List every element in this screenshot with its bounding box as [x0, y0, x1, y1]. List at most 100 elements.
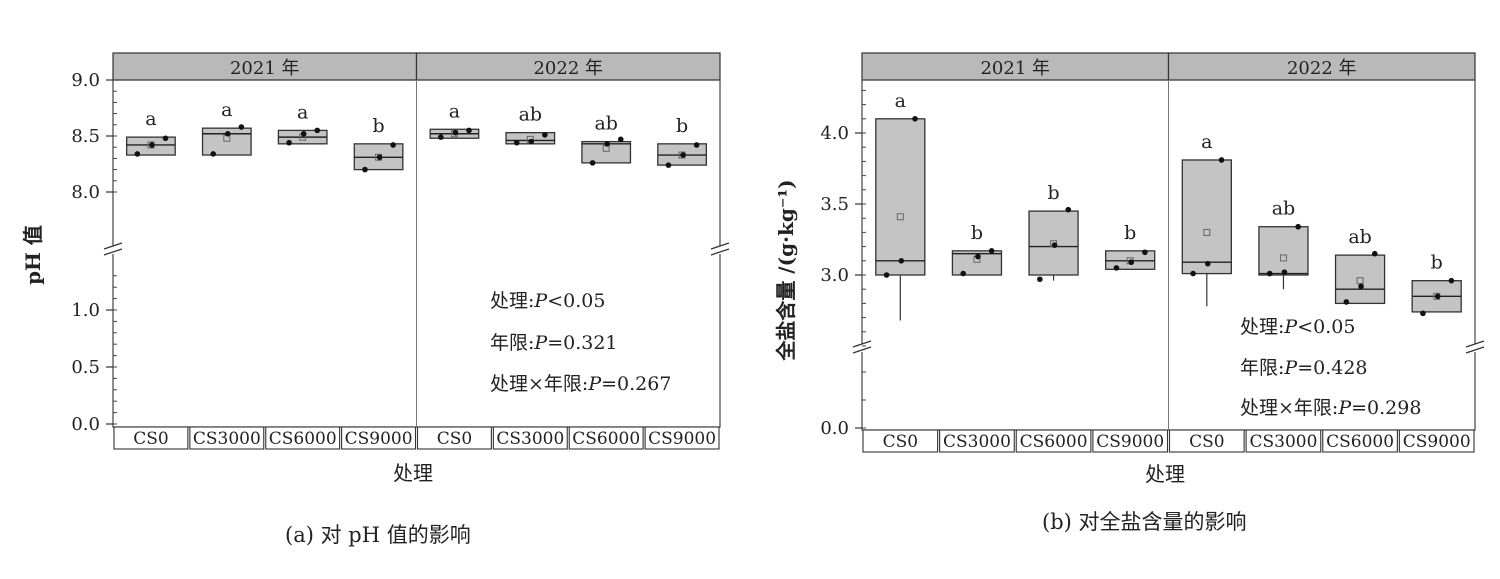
- box-b-5: [1181, 157, 1232, 307]
- data-point: [452, 129, 459, 136]
- x-category-box: [341, 426, 417, 450]
- box-a-1: [126, 135, 176, 157]
- data-point: [438, 134, 444, 140]
- x-category-box: [568, 426, 644, 450]
- significance-letter: b: [1124, 222, 1136, 244]
- x-category-box: [1168, 429, 1245, 453]
- x-category-box: [189, 426, 265, 450]
- box-body: [1334, 254, 1386, 305]
- stat-annotation: 处理×年限:P=0.298: [1240, 397, 1421, 419]
- facet-strip-1: [112, 52, 418, 81]
- box-b-7: [1334, 250, 1386, 305]
- axis-break-mark: [852, 346, 872, 354]
- box-b-3: [1028, 206, 1079, 283]
- significance-letter: b: [971, 222, 983, 244]
- facet-strip-2: [415, 52, 721, 81]
- x-tick-label: CS6000: [1020, 432, 1088, 452]
- data-point: [589, 160, 596, 166]
- box-a-6: [505, 131, 556, 146]
- data-point: [1218, 157, 1225, 163]
- data-point: [898, 258, 905, 264]
- significance-letter: a: [221, 99, 232, 121]
- x-category-box: [1092, 429, 1169, 453]
- y-tick-label: 1.0: [71, 300, 100, 321]
- y-tick-label: 8.0: [71, 182, 100, 203]
- x-category-box: [416, 426, 492, 450]
- box-body: [1258, 226, 1309, 276]
- box-b-8: [1411, 277, 1462, 317]
- x-category-box: [113, 426, 189, 450]
- box-a-3: [277, 127, 328, 146]
- axis-break-mark: [710, 248, 730, 256]
- caption-b: (b) 对全盐含量的影响: [1042, 510, 1247, 534]
- significance-letter: a: [297, 101, 308, 123]
- x-tick-label: CS9000: [648, 429, 716, 449]
- data-point: [1295, 223, 1301, 230]
- data-point: [604, 141, 610, 147]
- data-point: [1113, 265, 1120, 271]
- significance-letter: b: [1047, 182, 1059, 204]
- x-category-box: [1322, 429, 1398, 453]
- y-tick-label: 0.0: [820, 418, 849, 439]
- facet-label: 2021 年: [230, 58, 300, 79]
- data-point: [1190, 270, 1196, 277]
- data-point: [1358, 283, 1364, 290]
- x-tick-label: CS0: [133, 429, 168, 449]
- stat-annotation: 处理×年限:P=0.267: [490, 373, 671, 395]
- significance-letter: a: [1201, 131, 1212, 153]
- axis-break-mark: [852, 340, 872, 348]
- data-point: [680, 152, 686, 158]
- x-tick-label: CS0: [437, 429, 472, 449]
- x-tick-label: CS3000: [1249, 432, 1317, 452]
- x-category-box: [492, 426, 568, 450]
- x-category-box: [1245, 429, 1322, 453]
- box-body: [1181, 159, 1232, 275]
- stat-annotation: 年限:P=0.321: [490, 332, 618, 354]
- x-category-box: [939, 429, 1015, 453]
- data-point: [513, 139, 520, 146]
- data-point: [314, 127, 321, 134]
- x-tick-label: CS6000: [1326, 432, 1394, 452]
- significance-letter: b: [372, 115, 384, 137]
- stat-annotation: 处理:P<0.05: [1240, 316, 1355, 338]
- data-point: [149, 142, 155, 148]
- box-mean-marker: [896, 213, 904, 221]
- data-point: [210, 151, 217, 157]
- x-tick-label: CS9000: [1096, 432, 1164, 452]
- box-b-4: [1105, 249, 1156, 271]
- axis-break-mark: [103, 248, 123, 256]
- box-b-1: [875, 116, 926, 321]
- y-tick-label: 0.5: [71, 357, 100, 378]
- y-tick-label: 9.0: [71, 70, 100, 91]
- facet-label: 2021 年: [980, 58, 1050, 79]
- significance-letter: b: [1431, 252, 1443, 274]
- y-tick-label: 8.5: [71, 126, 100, 147]
- data-point: [883, 272, 890, 278]
- facet-label: 2022 年: [1287, 58, 1357, 79]
- x-tick-label: CS3000: [496, 429, 564, 449]
- data-point: [238, 124, 245, 130]
- x-tick-label: CS3000: [193, 429, 261, 449]
- axis-break-mark: [710, 242, 730, 250]
- x-tick-label: CS6000: [269, 429, 337, 449]
- x-category-box: [265, 426, 341, 450]
- x-axis-title: 处理: [393, 461, 433, 485]
- data-point: [390, 142, 396, 148]
- box-a-2: [201, 124, 252, 157]
- data-point: [1065, 206, 1072, 213]
- significance-letter: ab: [519, 104, 543, 126]
- box-body: [875, 118, 926, 276]
- x-category-box: [644, 426, 720, 450]
- data-point: [1037, 276, 1043, 283]
- x-category-box: [1398, 429, 1475, 453]
- x-tick-label: CS0: [1189, 432, 1224, 452]
- data-point: [960, 270, 967, 277]
- data-point: [224, 130, 231, 137]
- axis-break-gap: [852, 344, 872, 352]
- significance-letter: b: [676, 115, 688, 137]
- significance-letter: ab: [594, 113, 618, 135]
- box-b-2: [951, 248, 1003, 277]
- axis-break-mark: [1465, 346, 1485, 354]
- data-point: [975, 253, 981, 260]
- data-point: [542, 132, 548, 138]
